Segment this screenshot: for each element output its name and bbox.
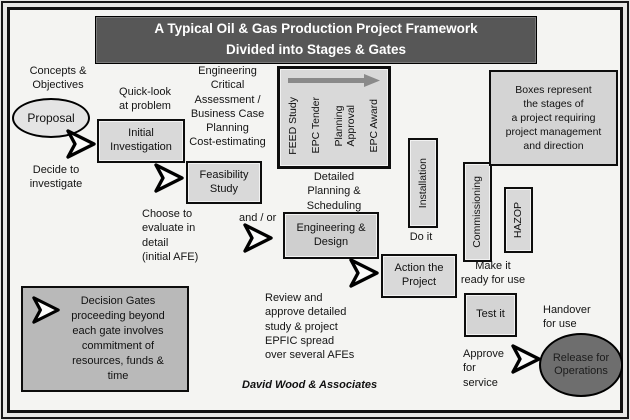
label-quick-look: Quick-look at problem [119,86,171,113]
stage-feasibility-study: Feasibility Study [186,161,262,204]
label-engineering-critical: Engineering Critical Assessment / Busine… [189,65,266,149]
decision-gate-icon-1 [66,129,96,159]
label-detailed-planning: Detailed Planning & Scheduling [306,171,362,212]
label-handover: Handover for use [543,304,591,331]
stage-initial-investigation: Initial Investigation [97,119,185,163]
stage-hazop: HAZOP [504,187,533,253]
stage-commissioning: Commissioning [463,162,492,262]
decision-gates-note: Decision Gates proceeding beyond each ga… [21,286,189,392]
label-approve-service: Approve for service [463,348,504,389]
credit-attribution: David Wood & Associates [242,379,378,391]
label-make-ready: Make it ready for use [460,260,526,287]
feed-phase-planning-approval: Planning Approval [333,104,358,147]
phase-flow-arrow-icon [288,74,380,87]
feed-phase-epc-tender: EPC Tender [310,97,323,154]
decision-gate-icon-3 [243,223,273,253]
label-concepts-objectives: Concepts & Objectives [29,65,87,92]
feed-phases-box: FEED Study EPC Tender Planning Approval … [277,66,391,169]
label-do-it: Do it [409,231,433,243]
feed-phase-feed-study: FEED Study [287,96,300,155]
stage-action-project: Action the Project [381,254,457,298]
release-operations-node: Release for Operations [539,333,623,397]
decision-gate-icon-5 [511,344,541,374]
decision-gate-legend-icon [32,296,60,324]
decision-gate-icon-2 [154,163,184,193]
label-review-approve: Review and approve detailed study & proj… [265,292,355,362]
label-and-or: and / or [239,212,277,224]
stage-test-it: Test it [464,293,517,337]
diagram-title: A Typical Oil & Gas Production Project F… [95,16,537,64]
label-choose-evaluate: Choose to evaluate in detail (initial AF… [142,208,199,263]
stage-installation: Installation [408,138,438,228]
decision-gate-icon-4 [349,258,379,288]
label-decide-investigate: Decide to investigate [29,164,83,191]
proposal-node: Proposal [12,98,90,138]
feed-phase-epc-award: EPC Award [368,98,381,153]
boxes-note: Boxes represent the stages of a project … [489,70,618,166]
stage-engineering-design: Engineering & Design [283,212,379,259]
